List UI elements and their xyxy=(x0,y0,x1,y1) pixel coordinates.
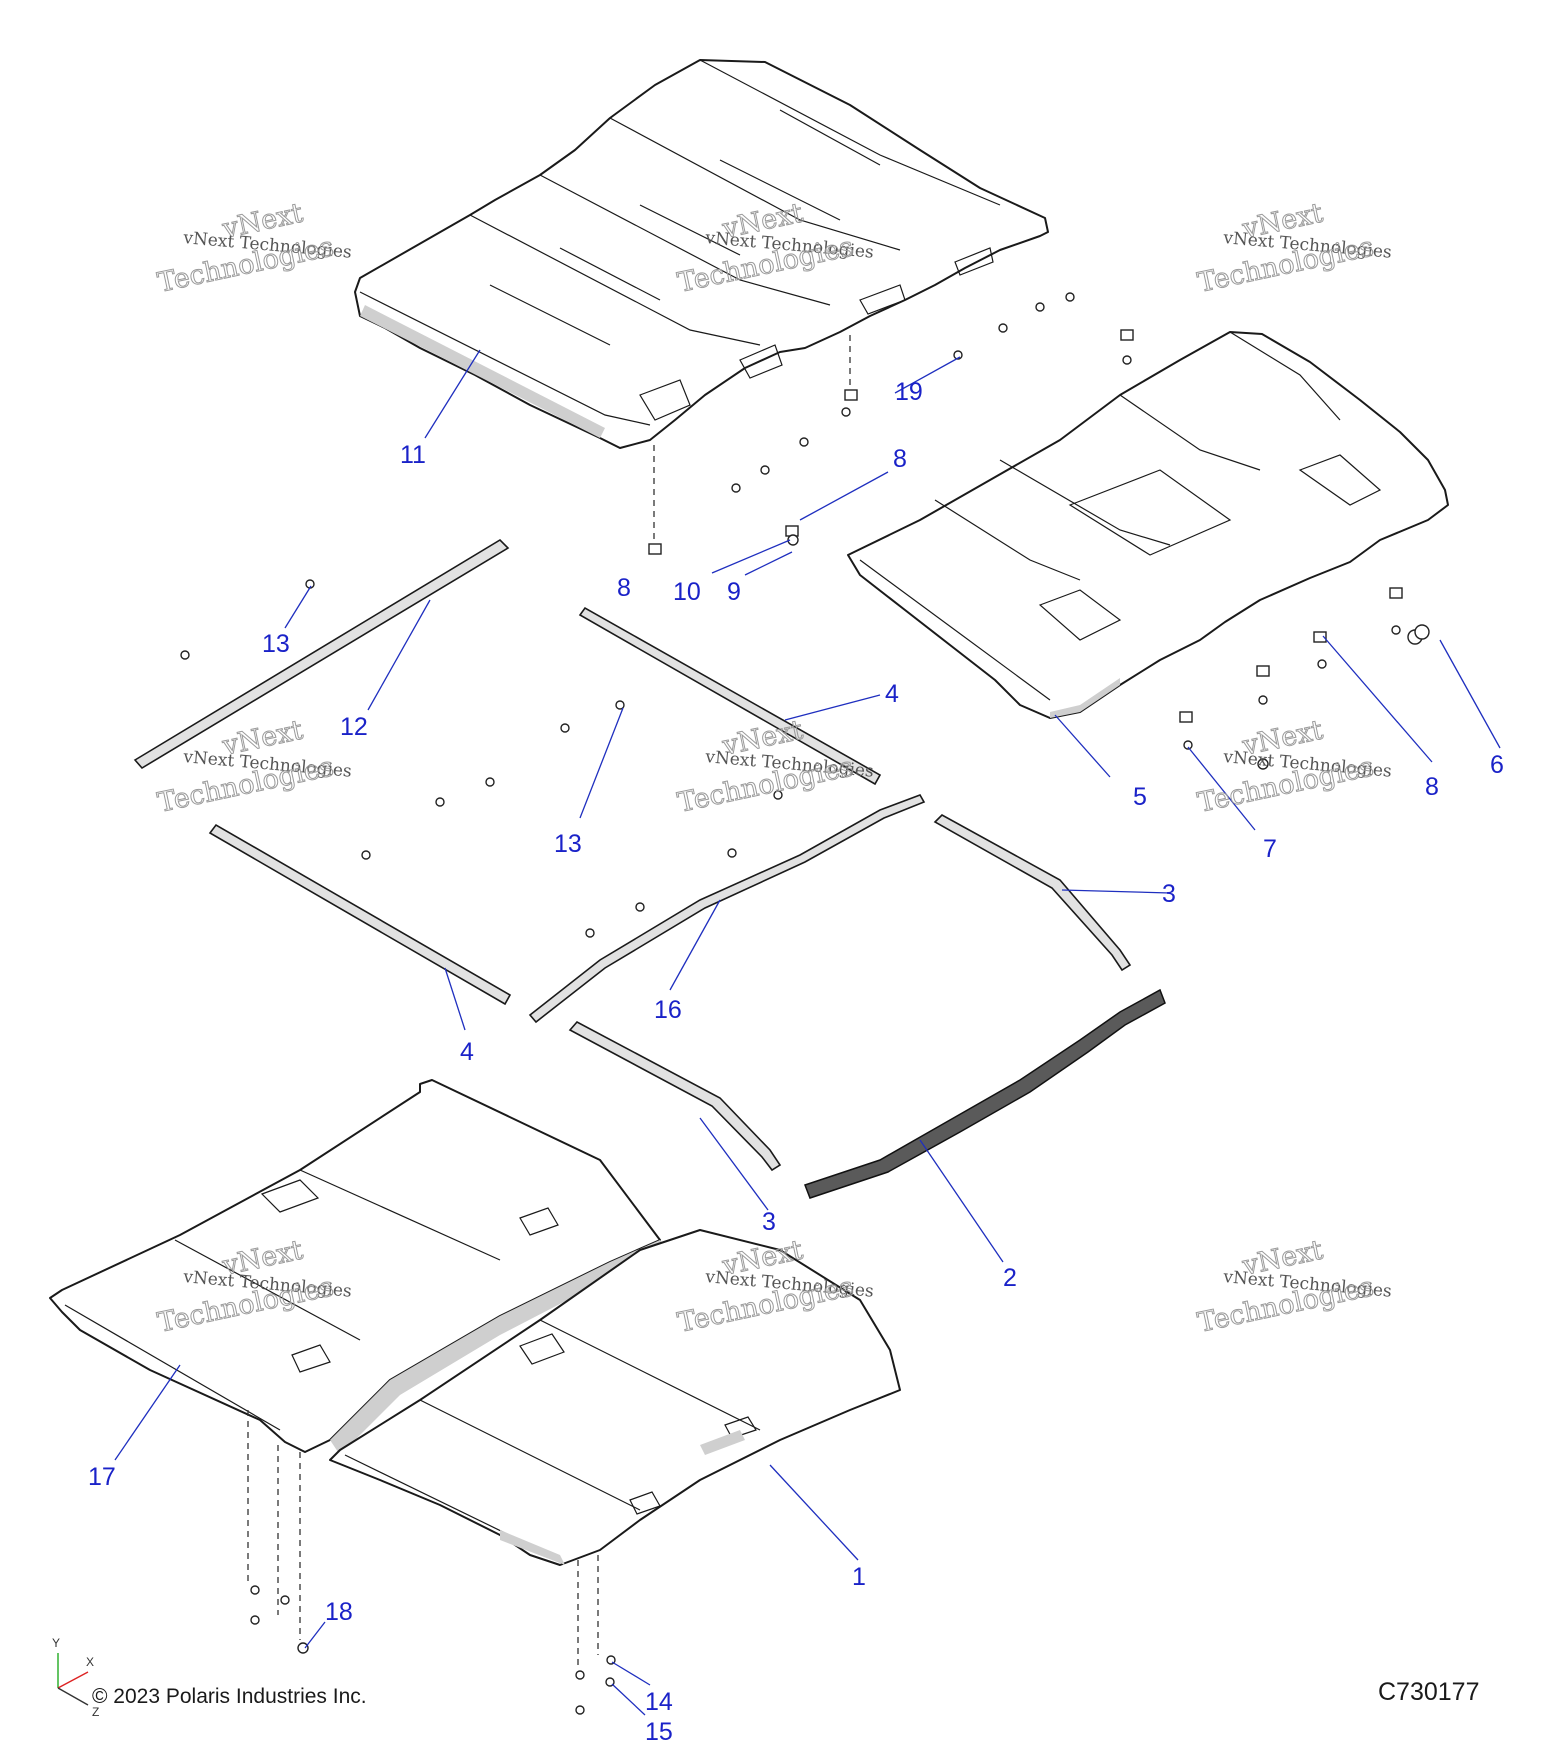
watermark: vNext vNext Technologies Technologies xyxy=(675,197,875,299)
callout-2: 2 xyxy=(1003,1264,1017,1292)
callout-9: 9 xyxy=(727,578,741,606)
callout-14: 14 xyxy=(645,1688,673,1716)
callout-12: 12 xyxy=(340,713,368,741)
callout-8: 8 xyxy=(1425,773,1439,801)
part-1-headliner xyxy=(329,1229,901,1566)
watermark: vNext vNext Technologies Technologies xyxy=(1195,1234,1393,1339)
watermark: vNext vNext Technologies Technologies xyxy=(155,197,353,299)
callout-1: 1 xyxy=(852,1563,866,1591)
watermark: vNext vNext Technologies Technologies xyxy=(675,1234,875,1339)
callout-6: 6 xyxy=(1490,751,1504,779)
callout-11: 11 xyxy=(400,441,426,469)
part-5-rear-roof xyxy=(847,331,1449,719)
axis-y-label: Y xyxy=(52,1636,60,1650)
callout-8: 8 xyxy=(893,445,907,473)
fasteners xyxy=(180,292,1430,1715)
axis-x-label: X xyxy=(86,1655,94,1669)
callout-3: 3 xyxy=(1162,880,1176,908)
callout-5: 5 xyxy=(1133,783,1147,811)
part-3-strip-right xyxy=(933,814,1132,972)
copyright-notice: © 2023 Polaris Industries Inc. xyxy=(92,1685,367,1708)
part-12-rail xyxy=(133,538,510,770)
callout-3: 3 xyxy=(762,1208,776,1236)
callout-7: 7 xyxy=(1263,835,1277,863)
axis-z-label: Z xyxy=(92,1705,99,1719)
watermark: vNext vNext Technologies Technologies xyxy=(675,714,875,819)
part-2-seal xyxy=(804,988,1166,1199)
callout-13: 13 xyxy=(262,630,290,658)
watermark: vNext vNext Technologies Technologies xyxy=(1195,197,1393,299)
part-3-strip-lower xyxy=(568,1020,782,1172)
part-4-strip-upper xyxy=(578,606,882,786)
callout-15: 15 xyxy=(645,1718,673,1740)
alignment-lines xyxy=(247,335,851,1670)
callout-13: 13 xyxy=(554,830,582,858)
callout-18: 18 xyxy=(325,1598,353,1626)
callout-19: 19 xyxy=(895,378,923,406)
callout-16: 16 xyxy=(654,996,682,1024)
axis-triad-icon: Y X Z xyxy=(52,1636,99,1719)
callout-17: 17 xyxy=(88,1463,116,1491)
watermark: vNext vNext Technologies Technologies xyxy=(155,714,353,819)
callout-10: 10 xyxy=(673,578,701,606)
callout-8: 8 xyxy=(617,574,631,602)
callout-4: 4 xyxy=(460,1038,474,1066)
part-4-strip-lower xyxy=(208,823,512,1006)
callout-4: 4 xyxy=(885,680,899,708)
leader-lines xyxy=(114,349,1501,1716)
callout-numbers: 1 2 3 3 4 4 5 6 7 8 8 8 9 10 11 12 13 13… xyxy=(88,378,1504,1740)
part-16-rail xyxy=(528,794,926,1024)
part-11-roof xyxy=(354,59,1049,449)
watermark: vNext vNext Technologies Technologies xyxy=(1195,714,1393,819)
drawing-code: C730177 xyxy=(1378,1678,1479,1706)
